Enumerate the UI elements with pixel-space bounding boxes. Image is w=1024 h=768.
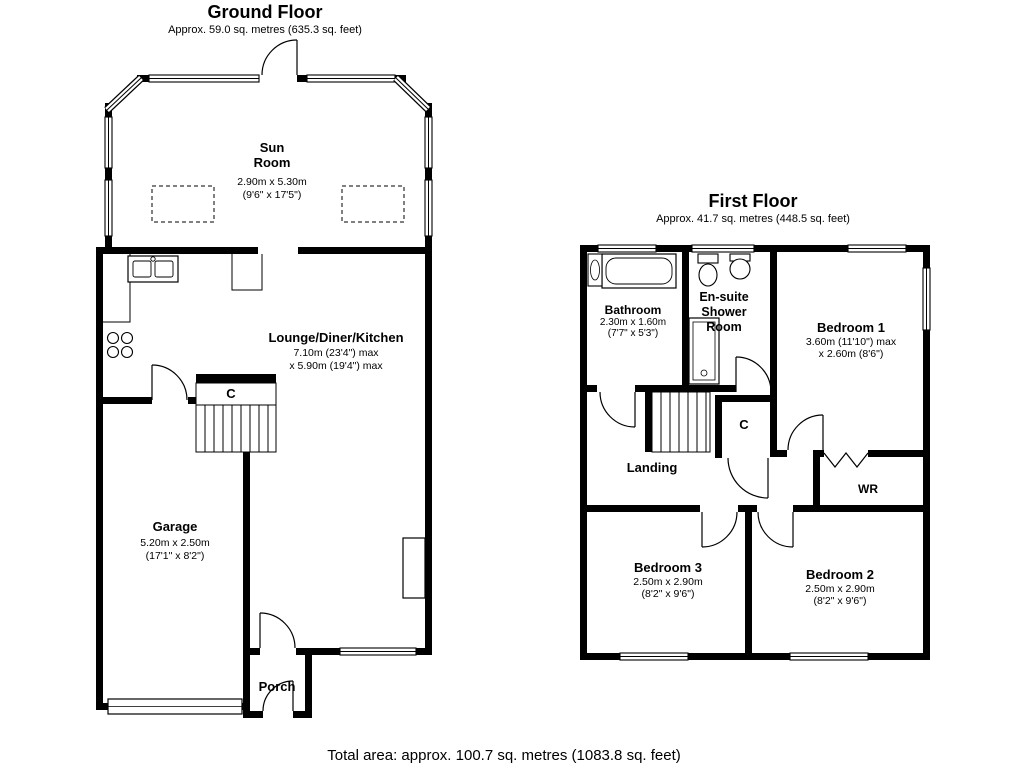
garage-internal-door — [151, 364, 188, 401]
window — [104, 116, 113, 169]
kitchen-sink — [127, 255, 179, 283]
window — [619, 652, 689, 661]
window — [789, 652, 869, 661]
fireplace — [402, 537, 426, 599]
first-stairs — [651, 391, 711, 453]
window — [104, 179, 113, 237]
first-floor-title: First Floor — [708, 191, 798, 211]
bedroom1-label: Bedroom 1 — [817, 320, 885, 335]
window — [424, 179, 433, 237]
ground-floor-plan — [96, 39, 433, 718]
bedroom2-door — [757, 511, 794, 548]
bathroom-basin — [587, 253, 603, 287]
bedroom2-dims: 2.50m x 2.90m — [805, 583, 875, 595]
sunroom-door — [261, 39, 298, 76]
porch-inner-door — [259, 612, 296, 649]
first-windows — [597, 244, 931, 661]
wr-bifold-door — [823, 452, 869, 468]
first-walls — [580, 245, 930, 660]
bedroom3-door — [701, 511, 738, 548]
hob — [106, 331, 134, 359]
bedroom1-dims-2: x 2.60m (8'6") — [818, 348, 884, 360]
window — [306, 74, 396, 83]
ground-floor-subtitle: Approx. 59.0 sq. metres (635.3 sq. feet) — [168, 24, 362, 36]
window — [847, 244, 907, 253]
lounge-dims: 7.10m (23'4") max — [293, 347, 379, 359]
lounge-dims-2: x 5.90m (19'4") max — [289, 360, 383, 372]
garage-dims: 5.20m x 2.50m — [140, 537, 210, 549]
bedroom3-dims-ft: (8'2" x 9'6") — [641, 588, 695, 600]
window — [339, 647, 417, 656]
first-cupboard-label: C — [739, 417, 749, 432]
roof-lights — [151, 185, 405, 223]
sun-room-label: Sun Room — [253, 140, 291, 171]
garage-door — [107, 698, 243, 715]
lounge-label: Lounge/Diner/Kitchen — [268, 330, 404, 345]
sun-room-dims-ft: (9'6" x 17'5") — [242, 189, 302, 201]
bedroom1-dims: 3.60m (11'10") max — [805, 336, 897, 348]
bedroom2-dims-ft: (8'2" x 9'6") — [813, 595, 867, 607]
ground-cupboard-label: C — [226, 386, 236, 401]
front-door — [262, 680, 294, 712]
window — [148, 74, 260, 83]
window — [597, 244, 657, 253]
shower — [688, 317, 720, 385]
kitchen-counter — [103, 254, 263, 323]
corner-window — [104, 75, 144, 113]
bedroom3-dims: 2.50m x 2.90m — [633, 576, 703, 588]
bedroom2-label: Bedroom 2 — [806, 567, 874, 582]
ground-windows — [104, 74, 433, 656]
landing-label: Landing — [626, 460, 678, 475]
garage-label: Garage — [152, 519, 198, 534]
ground-floor-title: Ground Floor — [207, 2, 323, 22]
garage-dims-ft: (17'1" x 8'2") — [145, 550, 205, 562]
wr-label: WR — [858, 482, 878, 496]
ensuite-label: En-suite Shower Room — [699, 290, 749, 334]
bedroom1-door — [787, 414, 824, 451]
first-doors — [599, 356, 869, 548]
bathroom-dims: 2.30m x 1.60m — [599, 317, 667, 328]
total-area-label: Total area: approx. 100.7 sq. metres (10… — [327, 747, 681, 764]
window — [922, 267, 931, 331]
ground-stairs — [195, 382, 277, 453]
bathroom-door — [599, 391, 636, 428]
ensuite-basin — [729, 253, 751, 280]
window — [424, 116, 433, 169]
bathroom-dims-ft: (7'7" x 5'3") — [607, 328, 659, 339]
bedroom3-label: Bedroom 3 — [634, 560, 702, 575]
window — [691, 244, 755, 253]
bath — [601, 253, 677, 289]
ground-doors — [151, 39, 298, 712]
toilet — [697, 253, 719, 287]
first-floor-subtitle: Approx. 41.7 sq. metres (448.5 sq. feet) — [656, 213, 850, 225]
first-floor-plan — [580, 244, 931, 661]
bathroom-label: Bathroom — [604, 303, 662, 317]
ensuite-door — [735, 356, 772, 393]
porch-label: Porch — [258, 679, 296, 694]
cupboard-door — [727, 457, 769, 499]
corner-window — [393, 75, 431, 112]
sun-room-dims: 2.90m x 5.30m — [237, 176, 307, 188]
